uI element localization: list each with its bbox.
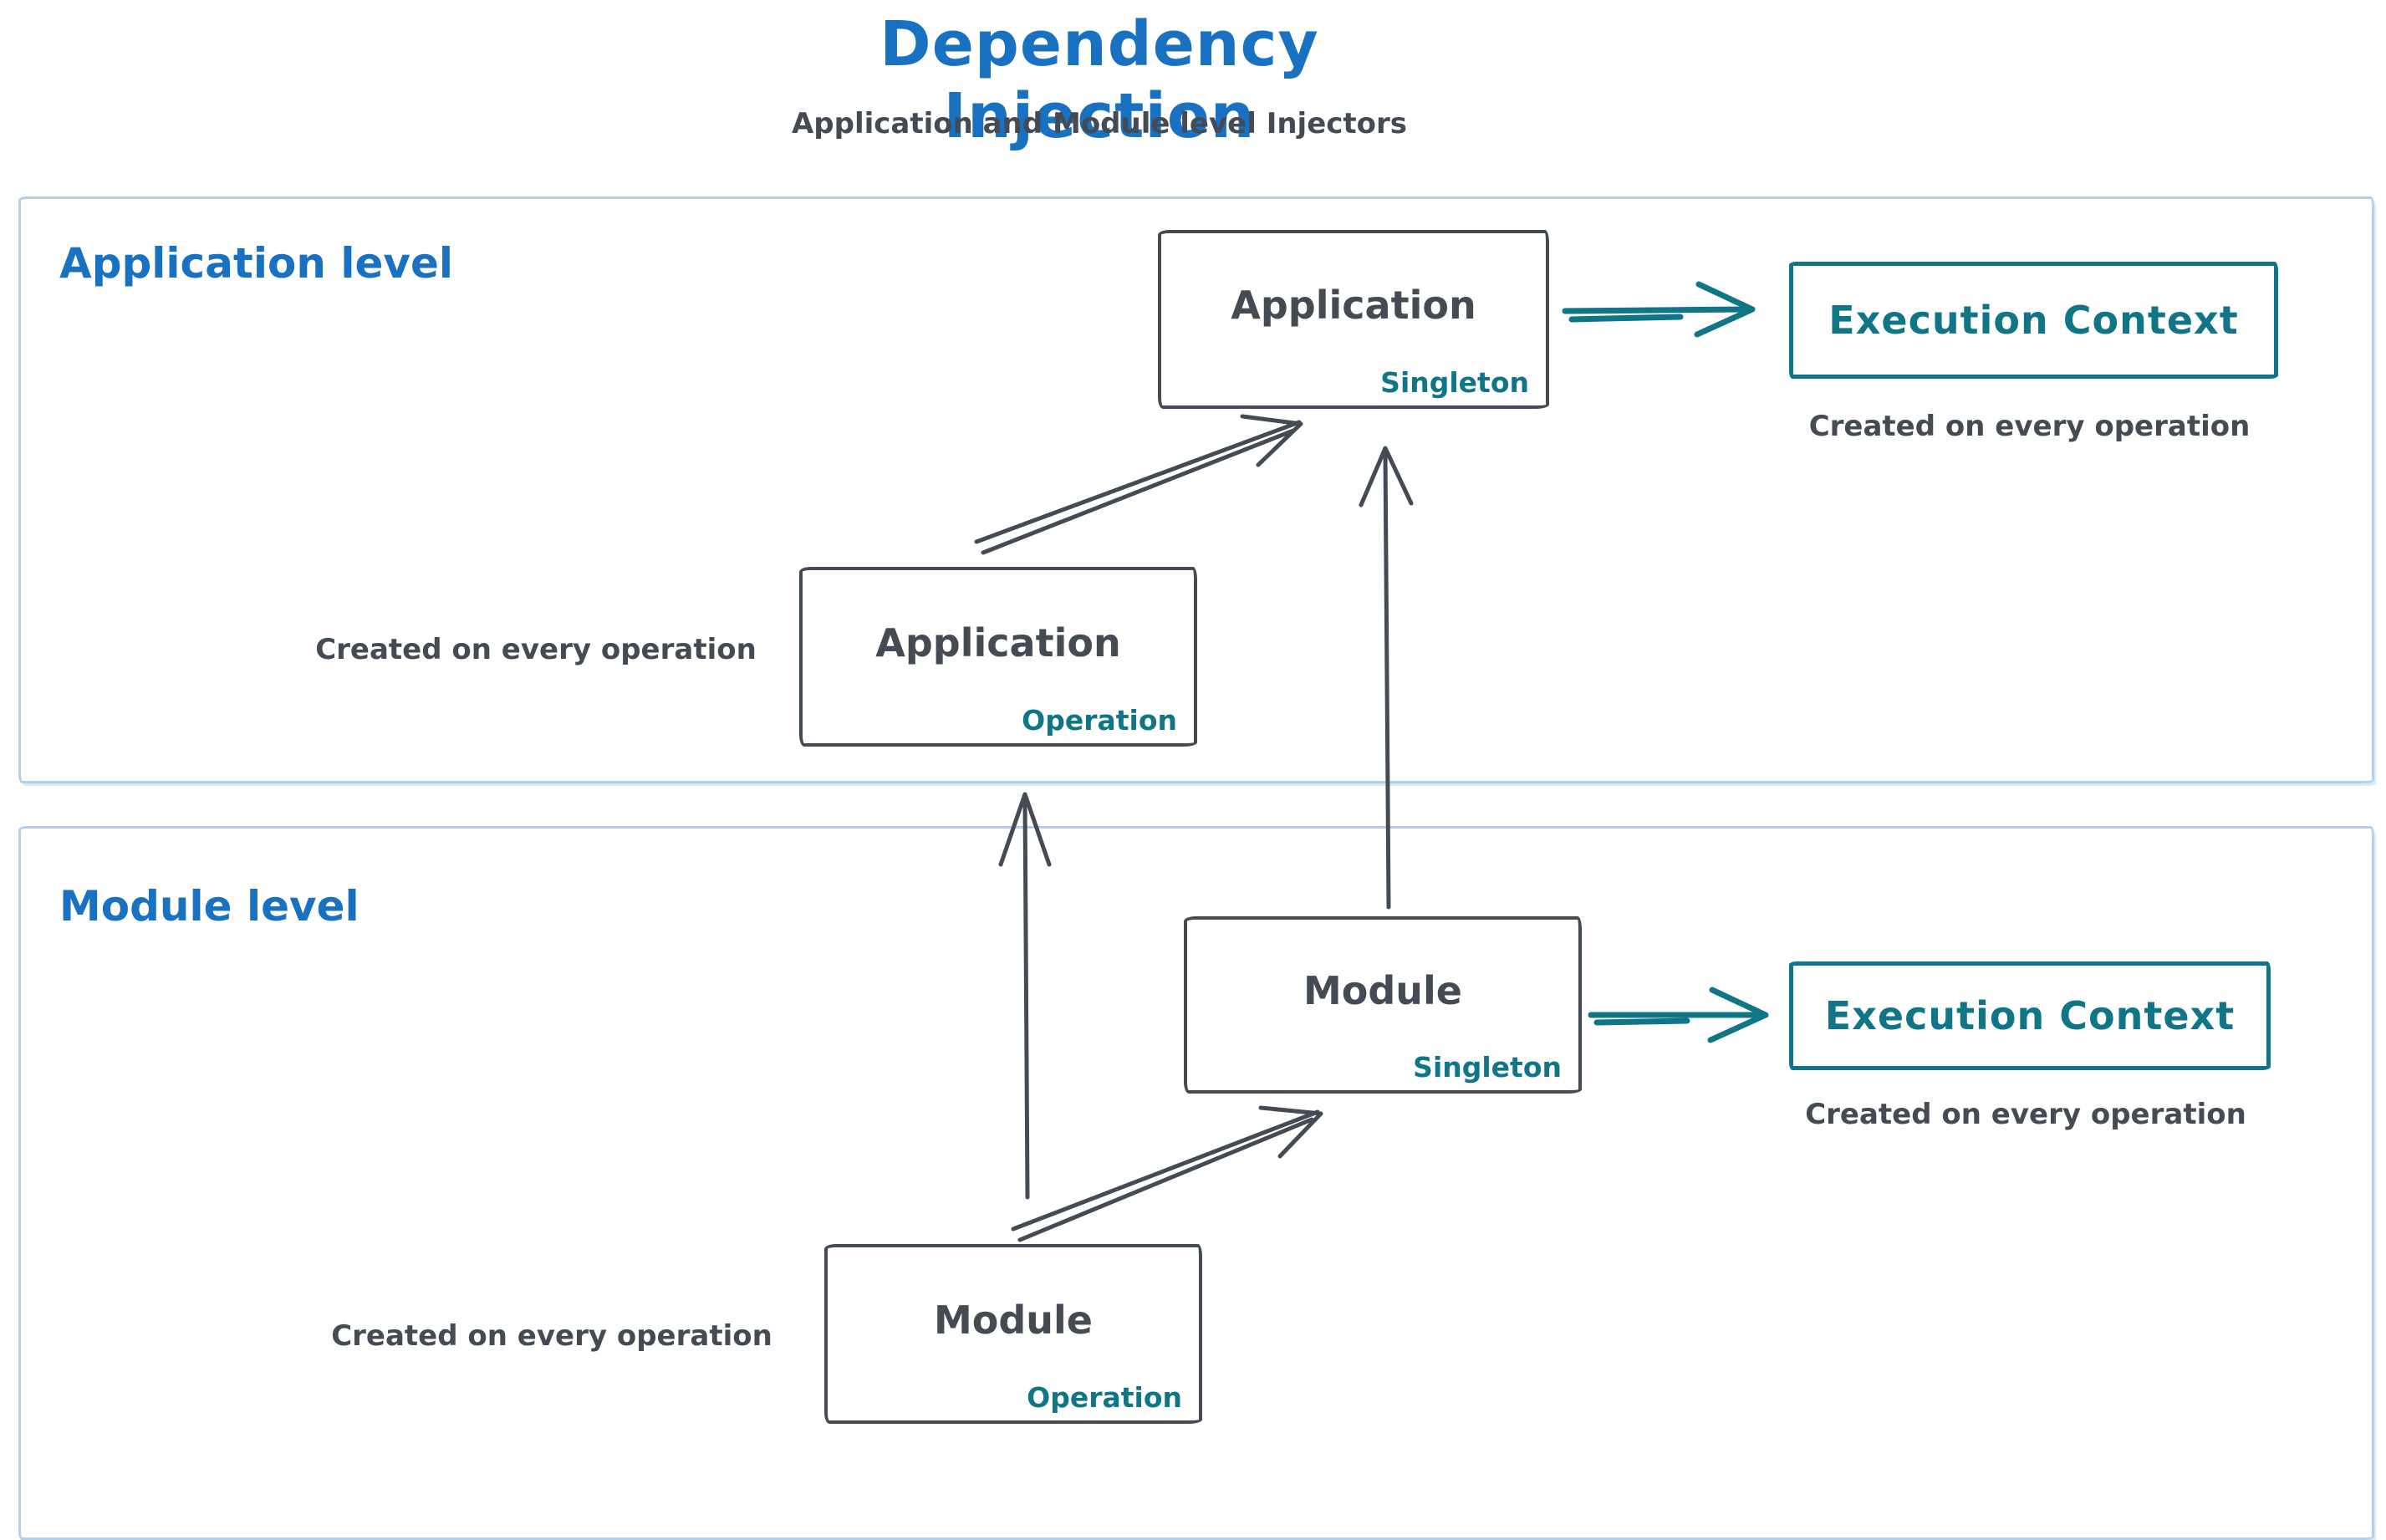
singleton-badge: Singleton xyxy=(1413,1051,1562,1084)
node-module-singleton: Module Singleton xyxy=(1184,916,1582,1094)
node-title: Application xyxy=(1231,283,1476,328)
page-title: Dependency Injection xyxy=(879,8,1319,152)
node-title: Module xyxy=(933,1297,1094,1343)
section-label-application-level: Application level xyxy=(59,239,454,288)
operation-badge: Operation xyxy=(1022,704,1177,737)
execution-context-box-application: Execution Context xyxy=(1789,262,2278,379)
caption-module-operation: Created on every operation xyxy=(331,1319,772,1353)
node-module-operation: Module Operation xyxy=(824,1244,1202,1424)
node-title: Module xyxy=(1303,968,1463,1013)
execution-context-box-module: Execution Context xyxy=(1789,961,2271,1070)
execution-context-label: Execution Context xyxy=(1824,993,2236,1038)
section-application-level: Application level xyxy=(18,196,2374,783)
execution-context-label: Execution Context xyxy=(1828,298,2239,343)
singleton-badge: Singleton xyxy=(1380,366,1529,399)
caption-application-operation: Created on every operation xyxy=(315,633,757,666)
node-title: Application xyxy=(875,620,1121,665)
operation-badge: Operation xyxy=(1027,1381,1182,1414)
page-subtitle: Application and Module level Injectors xyxy=(791,107,1408,140)
caption-execution-module: Created on every operation xyxy=(1805,1098,2246,1131)
section-label-module-level: Module level xyxy=(59,882,359,931)
node-application-operation: Application Operation xyxy=(799,567,1197,747)
caption-execution-application: Created on every operation xyxy=(1808,410,2251,443)
node-application-singleton: Application Singleton xyxy=(1158,230,1549,409)
section-module-level: Module level xyxy=(18,826,2374,1540)
